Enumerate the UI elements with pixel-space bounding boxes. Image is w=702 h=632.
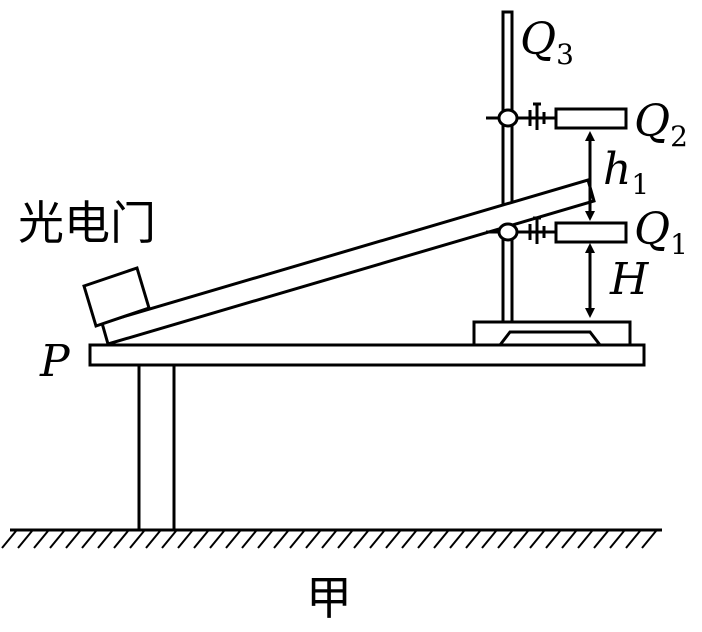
height-label: H xyxy=(610,254,649,305)
ground-hatch-line xyxy=(497,530,513,549)
ground-hatch-line xyxy=(49,530,65,549)
h1-main: h xyxy=(603,144,632,195)
ground-hatch-line xyxy=(337,530,353,549)
ground-hatch-line xyxy=(433,530,449,549)
q2-subscript: 2 xyxy=(670,120,688,153)
table-leg xyxy=(137,362,176,532)
h1-label: h1 xyxy=(603,148,649,199)
ground-hatch-line xyxy=(513,530,529,549)
inclined-plank xyxy=(100,178,596,346)
q2-label: Q2 xyxy=(634,100,688,151)
ground-hatch-line xyxy=(193,530,209,549)
ground-hatch-line xyxy=(561,530,577,549)
ground-hatch-line xyxy=(465,530,481,549)
table xyxy=(88,343,646,532)
ground-hatch-line xyxy=(449,530,465,549)
q2-main: Q xyxy=(634,96,671,147)
ground-hatch-line xyxy=(305,530,321,549)
ground-hatch-line xyxy=(273,530,289,549)
ground-hatch-line xyxy=(577,530,593,549)
table-top xyxy=(88,343,646,367)
ground-hatch-line xyxy=(209,530,225,549)
ground-hatch-line xyxy=(81,530,97,549)
ground-hatch-line xyxy=(401,530,417,549)
ground-hatch-line xyxy=(113,530,129,549)
clamp-q1 xyxy=(486,216,628,244)
ground-hatch-line xyxy=(593,530,609,549)
ground-hatch-line xyxy=(625,530,641,549)
ground-hatch-line xyxy=(241,530,257,549)
clamp-q2 xyxy=(486,102,628,130)
q1-subscript: 1 xyxy=(670,228,688,261)
ground-hatch-line xyxy=(65,530,81,549)
ground-hatch-line xyxy=(1,530,17,549)
ground-hatch-line xyxy=(321,530,337,549)
h1-subscript: 1 xyxy=(631,168,650,201)
ground-hatch-line xyxy=(529,530,545,549)
ground-hatch-line xyxy=(369,530,385,549)
ground-hatch-line xyxy=(289,530,305,549)
q1-main: Q xyxy=(634,204,671,255)
ground-hatch-line xyxy=(641,530,657,549)
figure-caption: 甲 xyxy=(306,571,352,625)
q3-label: Q3 xyxy=(520,18,574,69)
q3-main: Q xyxy=(520,14,557,65)
ground-hatch-line xyxy=(545,530,561,549)
ground-hatch-line xyxy=(609,530,625,549)
q3-subscript: 3 xyxy=(556,38,574,71)
ground-hatch-line xyxy=(385,530,401,549)
q1-label: Q1 xyxy=(634,208,688,259)
stand-rod xyxy=(501,10,514,324)
ground-hatch-line xyxy=(33,530,49,549)
stand-base xyxy=(472,320,632,347)
ground-hatch-line xyxy=(353,530,369,549)
ground-hatch-line xyxy=(161,530,177,549)
ground-hatch-line xyxy=(129,530,145,549)
ground-hatch-line xyxy=(225,530,241,549)
ground-hatch-line xyxy=(481,530,497,549)
photogate-label: 光电门 xyxy=(18,196,156,250)
ground-hatch-line xyxy=(17,530,33,549)
point-p-label: P xyxy=(40,336,70,387)
ground-hatch-line xyxy=(177,530,193,549)
photogate-box xyxy=(82,266,151,328)
ground-hatch-line xyxy=(417,530,433,549)
ground-hatch-line xyxy=(97,530,113,549)
ground xyxy=(1,528,662,549)
ground-hatch-line xyxy=(145,530,161,549)
ground-hatch-line xyxy=(257,530,273,549)
